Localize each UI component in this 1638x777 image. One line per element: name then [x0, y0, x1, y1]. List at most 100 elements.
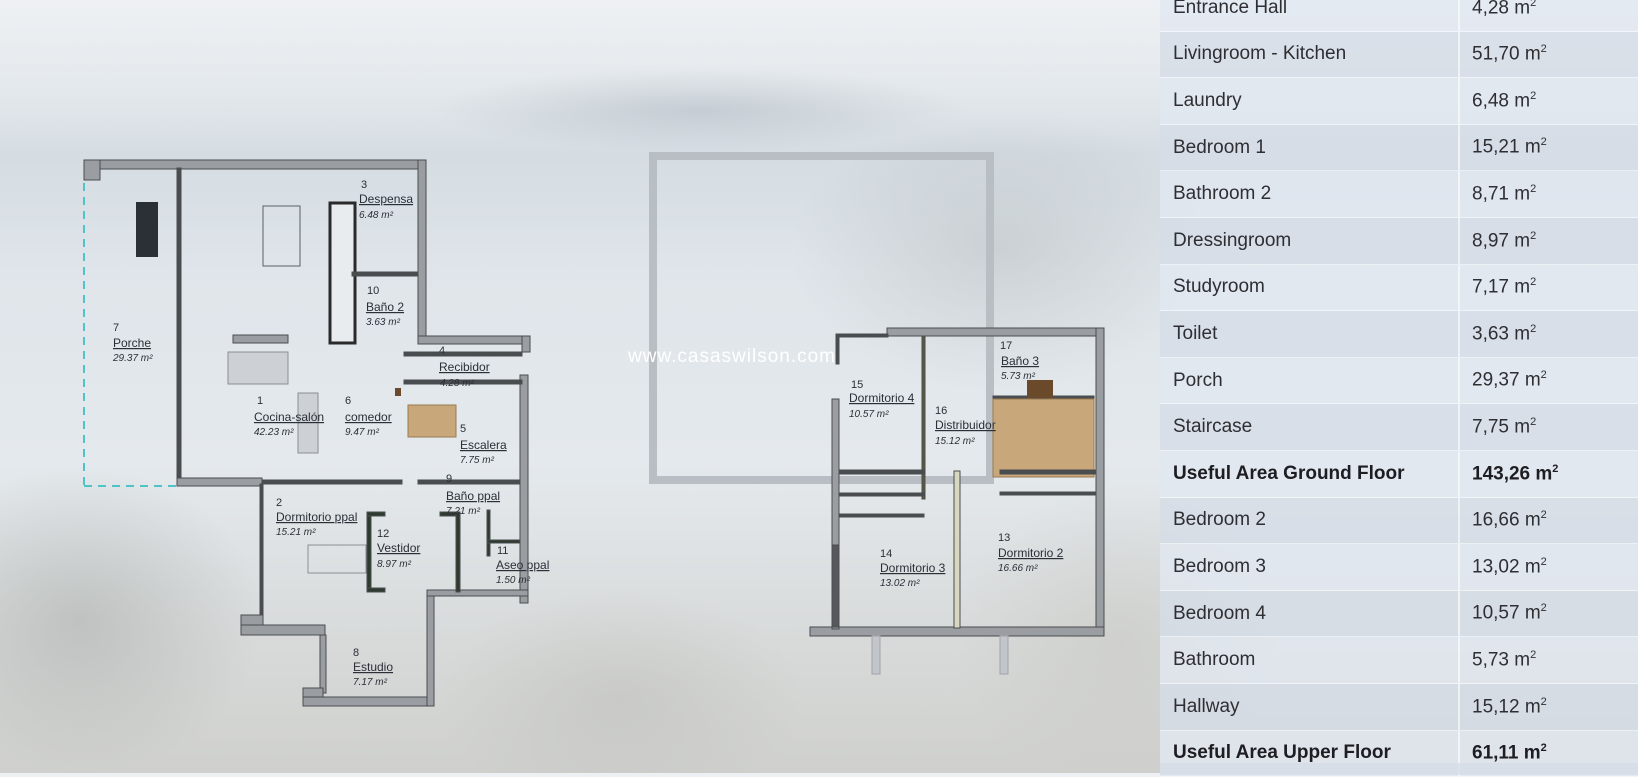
area-table-row: Bedroom 1 15,21 m2: [1160, 125, 1638, 172]
room-area: 15,12 m2: [1460, 696, 1547, 718]
area-unit-superscript: 2: [1530, 90, 1536, 102]
svg-text:Baño 2: Baño 2: [366, 300, 404, 314]
area-table-row: Porch 29,37 m2: [1160, 358, 1638, 405]
area-unit-superscript: 2: [1541, 136, 1547, 148]
svg-text:2: 2: [276, 497, 282, 509]
area-table-row: Hallway 15,12 m2: [1160, 684, 1638, 731]
svg-text:Dormitorio 3: Dormitorio 3: [880, 561, 946, 575]
area-unit-superscript: 2: [1530, 0, 1536, 9]
svg-text:3: 3: [361, 179, 367, 191]
svg-text:1.50 m²: 1.50 m²: [496, 575, 531, 586]
area-unit-superscript: 2: [1541, 602, 1547, 614]
room-area: 8,71 m2: [1460, 183, 1536, 205]
room-name: Dressingroom: [1160, 218, 1460, 264]
svg-text:11: 11: [497, 545, 508, 557]
room-name: Entrance Hall: [1160, 0, 1460, 31]
svg-text:7.17 m²: 7.17 m²: [353, 677, 388, 688]
area-table-partial-row: [1160, 763, 1638, 775]
svg-text:5: 5: [460, 423, 466, 435]
area-table-row: Dressingroom 8,97 m2: [1160, 218, 1638, 265]
svg-text:17: 17: [1000, 340, 1012, 352]
area-value: 13,02 m: [1472, 556, 1541, 577]
area-value: 5,73 m: [1472, 649, 1530, 670]
svg-text:29.37 m²: 29.37 m²: [112, 353, 153, 364]
area-unit-superscript: 2: [1530, 183, 1536, 195]
room-area: 7,75 m2: [1460, 416, 1536, 438]
area-table-row: Staircase 7,75 m2: [1160, 404, 1638, 451]
area-value: 143,26 m: [1472, 463, 1552, 484]
area-value: 16,66 m: [1472, 509, 1541, 530]
area-value: 15,12 m: [1472, 696, 1541, 717]
area-unit-superscript: 2: [1552, 463, 1558, 475]
room-area: 29,37 m2: [1460, 369, 1547, 391]
room-area: 3,63 m2: [1460, 323, 1536, 345]
svg-text:12: 12: [377, 528, 389, 540]
svg-text:6: 6: [345, 395, 351, 407]
svg-text:16.66 m²: 16.66 m²: [998, 563, 1038, 574]
room-area: 8,97 m2: [1460, 230, 1536, 252]
svg-text:7.75 m²: 7.75 m²: [460, 455, 495, 466]
area-value: 10,57 m: [1472, 603, 1541, 624]
svg-text:7: 7: [113, 322, 119, 334]
svg-text:10: 10: [367, 285, 379, 297]
svg-text:Vestidor: Vestidor: [377, 541, 420, 555]
area-value: 8,97 m: [1472, 230, 1530, 251]
room-name: Bathroom: [1160, 637, 1460, 683]
svg-text:14: 14: [880, 548, 892, 560]
area-value: 29,37 m: [1472, 370, 1541, 391]
svg-text:9.47 m²: 9.47 m²: [345, 427, 380, 438]
area-unit-superscript: 2: [1541, 696, 1547, 708]
svg-text:13.02 m²: 13.02 m²: [880, 578, 920, 589]
area-table-total-row: Useful Area Ground Floor 143,26 m2: [1160, 451, 1638, 498]
area-table-row: Toilet 3,63 m2: [1160, 311, 1638, 358]
room-name: Bedroom 2: [1160, 498, 1460, 544]
room-name: Bedroom 1: [1160, 125, 1460, 171]
svg-text:Recibidor: Recibidor: [439, 360, 490, 374]
area-unit-superscript: 2: [1530, 276, 1536, 288]
area-table-row: Entrance Hall 4,28 m2: [1160, 0, 1638, 32]
area-table-row: Bedroom 4 10,57 m2: [1160, 591, 1638, 638]
area-unit-superscript: 2: [1530, 416, 1536, 428]
svg-text:Porche: Porche: [113, 336, 151, 350]
room-area: 4,28 m2: [1460, 0, 1536, 19]
svg-text:8: 8: [353, 647, 359, 659]
area-value: 7,17 m: [1472, 277, 1530, 298]
room-name: Toilet: [1160, 311, 1460, 357]
svg-text:Dormitorio ppal: Dormitorio ppal: [276, 510, 357, 524]
room-name: Studyroom: [1160, 265, 1460, 311]
svg-text:Dormitorio 2: Dormitorio 2: [998, 546, 1064, 560]
svg-text:4: 4: [439, 345, 445, 357]
svg-text:Distribuidor: Distribuidor: [935, 418, 996, 432]
svg-text:6.48 m²: 6.48 m²: [359, 210, 394, 221]
area-unit-superscript: 2: [1541, 556, 1547, 568]
svg-text:10.57 m²: 10.57 m²: [849, 409, 889, 420]
area-value: 6,48 m: [1472, 90, 1530, 111]
svg-text:8.97 m²: 8.97 m²: [377, 559, 412, 570]
room-area: 61,11 m2: [1460, 742, 1547, 764]
watermark: www.casaswilson.com: [627, 346, 836, 367]
room-area: 6,48 m2: [1460, 90, 1536, 112]
svg-text:42.23 m²: 42.23 m²: [254, 427, 294, 438]
svg-text:16: 16: [935, 405, 947, 417]
area-unit-superscript: 2: [1530, 323, 1536, 335]
svg-text:Dormitorio 4: Dormitorio 4: [849, 391, 915, 405]
svg-text:7.21 m²: 7.21 m²: [446, 506, 481, 517]
area-table-row: Bathroom 2 8,71 m2: [1160, 171, 1638, 218]
room-name: Bedroom 3: [1160, 544, 1460, 590]
room-name: Livingroom - Kitchen: [1160, 32, 1460, 78]
area-value: 8,71 m: [1472, 183, 1530, 204]
svg-text:Aseo ppal: Aseo ppal: [496, 558, 549, 572]
room-name: Porch: [1160, 358, 1460, 404]
area-value: 3,63 m: [1472, 323, 1530, 344]
area-unit-superscript: 2: [1541, 742, 1547, 754]
area-table-row: Bedroom 2 16,66 m2: [1160, 498, 1638, 545]
svg-text:1: 1: [257, 395, 263, 407]
area-value: 51,70 m: [1472, 44, 1541, 65]
